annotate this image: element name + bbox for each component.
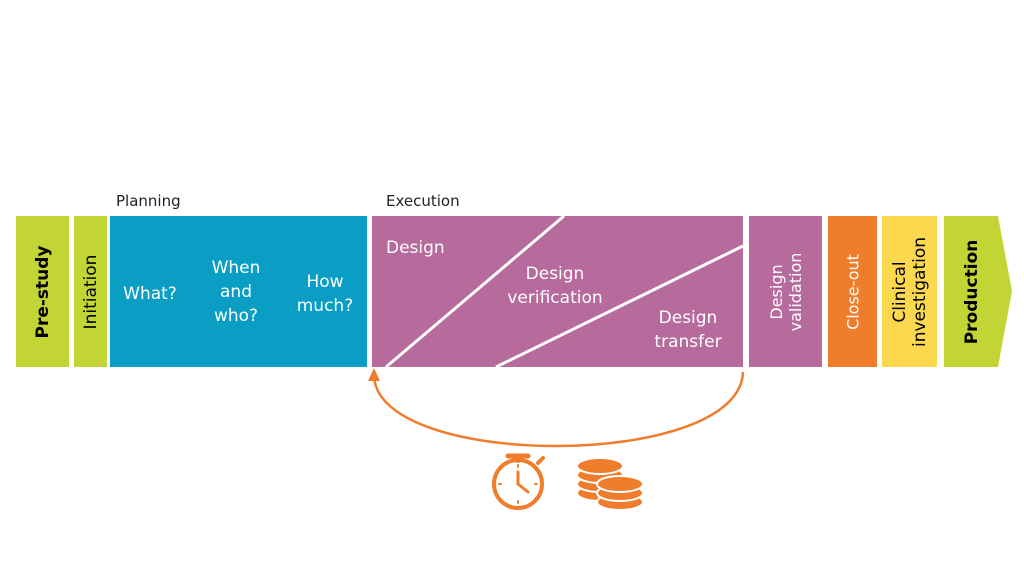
phase-design-validation: Design validation <box>749 216 822 367</box>
design-transfer-label: Design transfer <box>654 308 722 352</box>
design-validation-label: Design validation <box>766 252 805 331</box>
phase-execution: Design Design verification Design transf… <box>372 216 743 367</box>
planning-what-label: What? <box>123 284 177 304</box>
iteration-arrow <box>372 371 745 448</box>
coins-icon <box>576 457 644 511</box>
planning-how-much-label: How much? <box>296 272 354 316</box>
pre-study-label: Pre-study <box>32 244 53 339</box>
planning-label: Planning <box>116 192 181 210</box>
production-label: Production <box>962 239 982 344</box>
iteration-arrowhead <box>368 368 380 381</box>
execution-dividers <box>385 216 743 367</box>
planning-when-who-label: When and who? <box>211 258 261 326</box>
close-out-label: Close-out <box>843 253 862 330</box>
phase-close-out: Close-out <box>828 216 877 367</box>
phase-initiation: Initiation <box>74 216 107 367</box>
phase-clinical-investigation: Clinical investigation <box>882 216 937 367</box>
design-verification-label: Design verification <box>507 264 603 308</box>
phase-production: Production <box>944 216 1000 367</box>
stopwatch-icon <box>492 453 545 510</box>
phase-pre-study: Pre-study <box>16 216 69 367</box>
clinical-investigation-label: Clinical investigation <box>889 236 930 347</box>
phase-planning: What? When and who? How much? <box>110 216 367 367</box>
design-label: Design <box>386 238 445 258</box>
initiation-label: Initiation <box>80 254 101 329</box>
execution-label: Execution <box>386 192 460 210</box>
